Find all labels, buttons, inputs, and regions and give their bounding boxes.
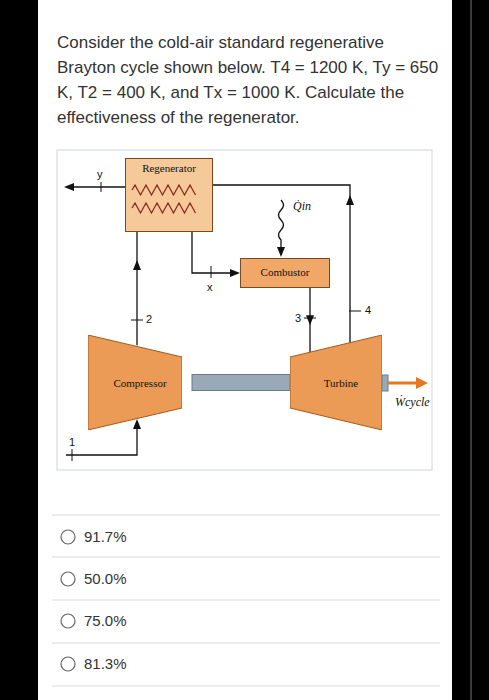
node-label: Turbine	[290, 335, 392, 389]
state-label: 1	[68, 436, 76, 449]
radio-button	[61, 657, 75, 671]
state-tick	[349, 311, 361, 312]
shaft	[192, 375, 290, 391]
coil-stroke	[132, 203, 196, 213]
shaft-end	[382, 375, 388, 391]
exit-line	[72, 186, 125, 187]
answer-option: 81.3%	[84, 655, 127, 672]
regenerator-coils	[126, 177, 212, 231]
work-label: Ẇcycle	[394, 396, 431, 409]
figure-frame	[57, 150, 432, 470]
state-tick	[72, 449, 73, 461]
scroll-rail	[470, 0, 472, 700]
option-separator	[52, 557, 440, 558]
arrow-head	[133, 260, 141, 270]
work-arrow-head	[416, 377, 428, 389]
arrow-head	[230, 269, 240, 277]
node-label: Combustor	[241, 259, 329, 278]
radio-button	[61, 530, 75, 544]
state-label: 4	[364, 304, 372, 317]
flow-connector	[213, 185, 354, 344]
shaft-connector	[192, 375, 290, 391]
combustor-box: Combustor	[240, 258, 330, 288]
flow-line	[213, 185, 350, 344]
answer-option: 91.7%	[84, 528, 127, 545]
inlet-arrow	[133, 419, 141, 429]
exit-arrow	[64, 183, 74, 191]
state-label: y	[96, 168, 104, 181]
coil-stroke	[132, 185, 196, 195]
flow-connector	[306, 288, 314, 353]
state-label: 3	[294, 312, 302, 325]
inlet-line	[66, 428, 137, 455]
radio-button	[61, 614, 75, 628]
flow-connector	[192, 232, 240, 277]
state-label: x	[206, 281, 214, 294]
option-separator	[52, 600, 440, 601]
flow-connector	[133, 232, 141, 345]
heat-input-arrow	[279, 200, 284, 248]
option-separator	[52, 515, 440, 516]
turbine-shape: Turbine	[290, 335, 392, 430]
heat-arrow-head	[277, 247, 285, 257]
node-label: Regenerator	[126, 159, 212, 174]
node-label: Compressor	[88, 335, 192, 389]
flow-line	[136, 232, 137, 345]
work-arrow	[388, 382, 418, 385]
regenerator-box: Regenerator	[125, 158, 213, 232]
state-label: 2	[145, 313, 153, 326]
state-tick	[101, 182, 102, 192]
state-tick	[211, 266, 212, 278]
arrow-head	[306, 315, 314, 325]
flow-line	[192, 232, 232, 273]
heat-label: Q̇in	[292, 200, 312, 213]
answer-option: 50.0%	[84, 570, 127, 587]
answer-option: 75.0%	[84, 612, 127, 629]
radio-button	[61, 572, 75, 586]
compressor-shape: Compressor	[88, 335, 192, 430]
option-separator	[52, 643, 440, 644]
option-separator	[52, 686, 440, 687]
arrow-head	[346, 195, 354, 205]
question-text: Consider the cold-air standard regenerat…	[57, 30, 445, 130]
